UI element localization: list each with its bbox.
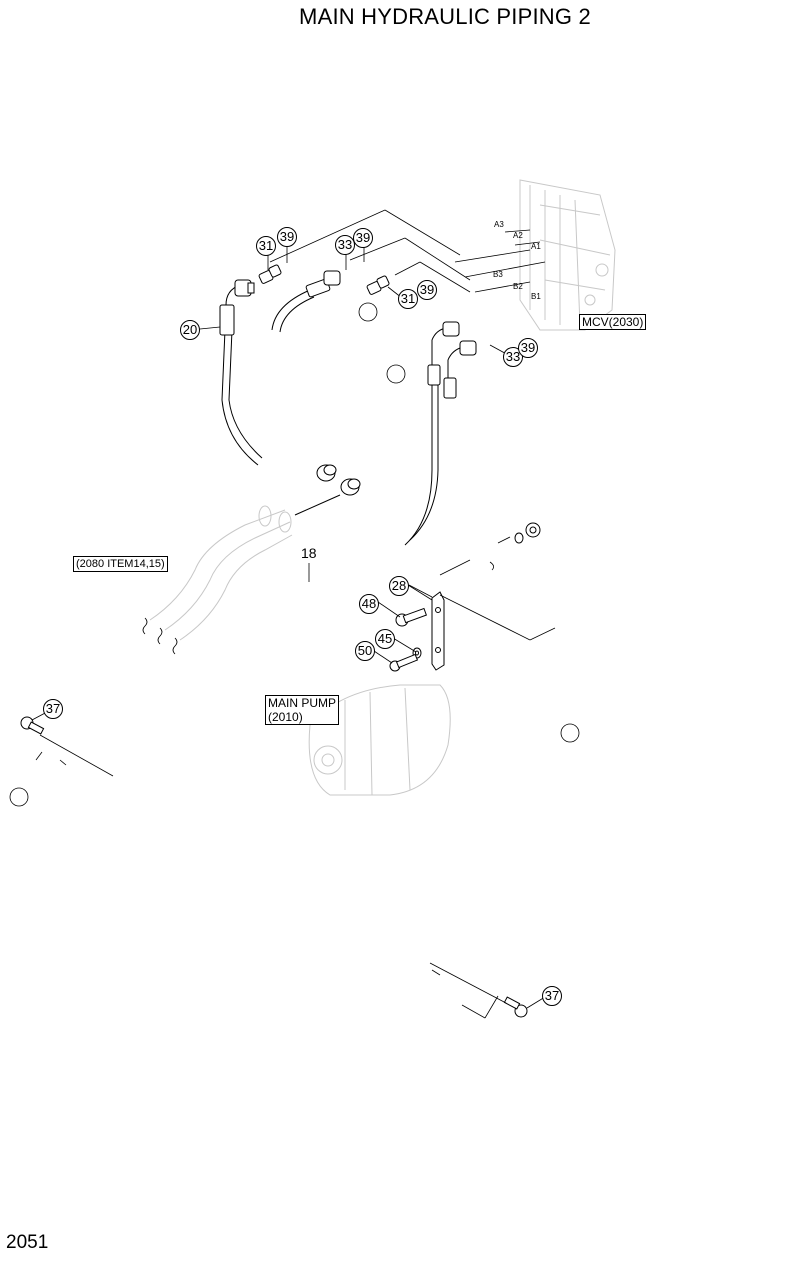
port-label-a2: A2 (513, 231, 523, 240)
fitting-31-b (366, 275, 390, 295)
page-number: 2051 (6, 1232, 49, 1253)
port-label-b1: B1 (531, 292, 541, 301)
leader-37-right (429, 962, 507, 1019)
hose-right (404, 321, 477, 546)
port-label-b3: B3 (493, 270, 503, 279)
callout-48: 48 (359, 594, 379, 614)
callout-39-upper-left: 39 (277, 227, 297, 247)
callout-37-right: 37 (542, 986, 562, 1006)
label-18: 18 (301, 545, 317, 561)
pipe-bundle-outline (149, 505, 293, 641)
mcv-reference-box: MCV(2030) (579, 314, 647, 330)
callout-31-right: 31 (398, 289, 418, 309)
callout-20: 20 (180, 320, 200, 340)
page-title: MAIN HYDRAULIC PIPING 2 (299, 4, 591, 29)
bracket-leader-lines (407, 536, 556, 641)
fitting-31-a (258, 264, 282, 284)
leader-37-left (35, 734, 114, 777)
main-pump-reference-box: MAIN PUMP (2010) (265, 695, 340, 725)
nuts-right (514, 522, 541, 544)
port-label-a1: A1 (531, 242, 541, 251)
pipe-bundle-cut-marks (142, 617, 178, 655)
main-pump-label: MAIN PUMP (268, 696, 337, 710)
bolt-37-left (20, 716, 45, 735)
main-pump-ref: (2010) (268, 710, 303, 724)
hose-20 (219, 279, 263, 466)
caps (294, 464, 361, 516)
callout-28: 28 (389, 576, 409, 596)
hose-upper (271, 270, 341, 333)
port-label-b2: B2 (513, 282, 523, 291)
callout-39-upper: 39 (353, 228, 373, 248)
main-pump-outline (308, 684, 451, 796)
mcv-outline (519, 179, 616, 331)
callout-31-upper-left: 31 (256, 236, 276, 256)
callout-33-upper: 33 (335, 235, 355, 255)
reference-circles (9, 302, 580, 807)
callout-39-right: 39 (417, 280, 437, 300)
callout-39-lower: 39 (518, 338, 538, 358)
mcv-leader-lines (269, 209, 546, 293)
callout-45: 45 (375, 629, 395, 649)
bolt-50 (389, 653, 419, 672)
hose-reference-box: (2080 ITEM14,15) (73, 556, 168, 572)
callout-50: 50 (355, 641, 375, 661)
callout-37-left: 37 (43, 699, 63, 719)
callout-leaders (31, 246, 546, 1009)
bolt-37-right (503, 996, 528, 1018)
bolt-48 (395, 607, 428, 627)
port-label-a3: A3 (494, 220, 504, 229)
bracket-28 (431, 591, 445, 671)
